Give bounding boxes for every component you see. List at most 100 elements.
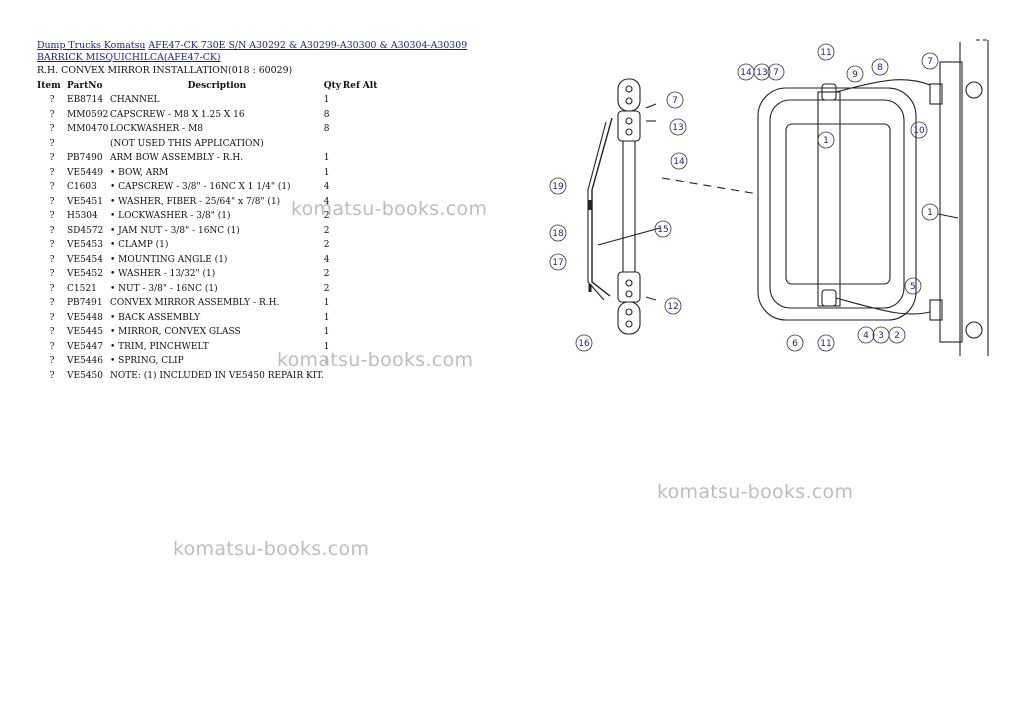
row-ref (343, 253, 363, 268)
parts-table: Item PartNo Description Qty Ref Alt ?EB8… (37, 78, 383, 383)
row-alt (363, 108, 383, 123)
row-partno: VE5451 (67, 196, 103, 207)
row-partno: SD4572 (67, 225, 104, 236)
callout-label: 9 (852, 70, 858, 80)
row-item: ? (49, 138, 55, 149)
row-alt (363, 137, 383, 152)
row-partno: H5304 (67, 211, 98, 222)
row-ref (343, 267, 363, 282)
row-ref (343, 296, 363, 311)
row-qty: 2 (323, 240, 330, 251)
row-item: ? (49, 370, 55, 381)
row-ref (343, 166, 363, 181)
table-header-row: Item PartNo Description Qty Ref Alt (37, 78, 383, 93)
row-alt (363, 180, 383, 195)
row-ref (343, 224, 363, 239)
callout-label: 2 (894, 331, 900, 341)
row-description: • LOCKWASHER - 3/8" (1) (110, 211, 231, 222)
callout-circle (669, 118, 687, 136)
row-ref (343, 151, 363, 166)
row-description: CHANNEL (110, 95, 160, 106)
mirror-frame (757, 87, 917, 321)
callout-label: 17 (552, 258, 563, 268)
row-qty: 2 (323, 225, 330, 236)
row-partno: VE5454 (67, 254, 103, 265)
callout-circle (921, 203, 939, 221)
row-qty (324, 137, 343, 152)
table-row: ? VE5450 NOTE: (1) INCLUDED IN VE5450 REPA… (37, 369, 383, 384)
breadcrumb: Dump Trucks Komatsu AFE47-CK 730E S/N A3… (37, 40, 507, 64)
callout-label: 1 (927, 208, 933, 218)
watermark: komatsu-books.com (657, 481, 854, 503)
watermark: komatsu-books.com (277, 349, 474, 371)
header-qty: Qty (323, 80, 342, 91)
breadcrumb-model-link[interactable]: AFE47-CK 730E S/N A30292 & A30299-A30300… (37, 40, 468, 63)
callout-circle (817, 334, 835, 352)
row-description: CONVEX MIRROR ASSEMBLY - R.H. (110, 298, 280, 309)
callout-label: 10 (913, 126, 925, 136)
row-partno: VE5450 (67, 370, 103, 381)
callout-circle (817, 43, 835, 61)
row-item: ? (49, 225, 55, 236)
row-ref (343, 238, 363, 253)
row-partno: VE5447 (67, 341, 103, 352)
row-ref (343, 137, 363, 152)
breadcrumb-root-link[interactable]: Dump Trucks Komatsu (37, 40, 146, 51)
callout-label: 7 (927, 57, 933, 67)
row-item: ? (49, 269, 55, 280)
row-qty: 1 (323, 327, 330, 338)
row-qty: 2 (323, 211, 330, 222)
callout-circle (549, 253, 567, 271)
row-description: • SPRING, CLIP (110, 356, 184, 367)
row-alt (363, 253, 383, 268)
row-ref (343, 325, 363, 340)
header-description: Description (187, 80, 247, 91)
row-description: • CLAMP (1) (110, 240, 169, 251)
row-description: • MOUNTING ANGLE (1) (110, 254, 228, 265)
row-description: NOTE: (1) INCLUDED IN VE5450 REPAIR KIT. (110, 370, 324, 381)
table-row: ? VE5445 • MIRROR, CONVEX GLASS 1 (37, 325, 383, 340)
row-item: ? (49, 298, 55, 309)
callout-label: 6 (792, 339, 798, 349)
channel (939, 61, 963, 343)
row-qty: 8 (323, 124, 330, 135)
row-alt (363, 311, 383, 326)
row-description: • CAPSCREW - 3/8" - 16NC X 1 1/4" (1) (110, 182, 291, 193)
row-description: • MIRROR, CONVEX GLASS (110, 327, 241, 338)
callout-circle (888, 326, 906, 344)
row-description: • JAM NUT - 3/8" - 16NC (1) (110, 225, 240, 236)
row-description: • BACK ASSEMBLY (110, 312, 201, 323)
callout-circle (666, 91, 684, 109)
header-ref: Ref (342, 80, 360, 91)
row-partno: VE5453 (67, 240, 103, 251)
row-alt (363, 238, 383, 253)
row-item: ? (49, 327, 55, 338)
row-qty: 1 (323, 167, 330, 178)
row-alt (363, 296, 383, 311)
table-row: ?(NOT USED THIS APPLICATION) (37, 137, 383, 152)
row-qty: 2 (323, 269, 330, 280)
callout-label: 7 (672, 96, 678, 106)
header-item: Item (37, 80, 61, 91)
callout-label: 14 (740, 68, 752, 78)
row-alt (363, 224, 383, 239)
row-alt (363, 93, 383, 108)
callout-circle (786, 334, 804, 352)
table-row: ? SD4572 • JAM NUT - 3/8" - 16NC (1) 2 (37, 224, 383, 239)
row-partno: VE5445 (67, 327, 103, 338)
callout-circle (664, 297, 682, 315)
callout-circle (549, 224, 567, 242)
row-description: • WASHER, FIBER - 25/64" x 7/8" (1) (110, 196, 281, 207)
row-item: ? (49, 196, 55, 207)
row-item: ? (49, 153, 55, 164)
row-partno: VE5452 (67, 269, 103, 280)
callout-circle (575, 334, 593, 352)
row-ref (343, 282, 363, 297)
row-alt (363, 267, 383, 282)
row-description: • TRIM, PINCHWELT (110, 341, 209, 352)
row-item: ? (49, 312, 55, 323)
